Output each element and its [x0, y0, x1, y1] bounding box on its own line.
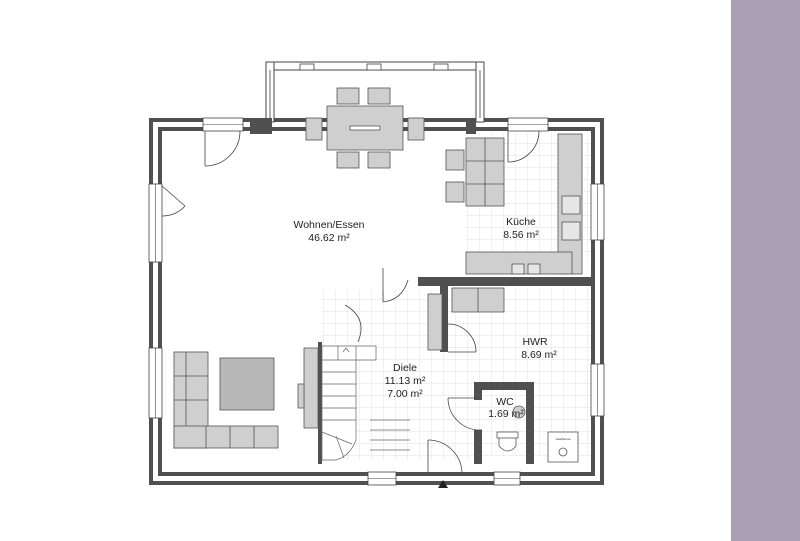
entrance-arrow-icon — [438, 480, 448, 488]
dining-table — [305, 87, 425, 169]
wc-fixtures — [496, 405, 526, 452]
floor-plan: Gastherme Wohnen/Essen 46.62 m² Küche 8.… — [148, 61, 605, 488]
coffee-table — [219, 357, 275, 411]
room-name-hwr: HWR — [522, 336, 547, 348]
purple-sidebar — [731, 0, 800, 541]
room-name-wc: WC — [496, 396, 514, 408]
room-name-diele: Diele — [393, 362, 417, 374]
boiler: Gastherme — [547, 431, 579, 463]
room-area-wc: 1.69 m² — [488, 408, 524, 420]
room-area-wohnen: 46.62 m² — [308, 232, 350, 244]
kitchen-furniture — [445, 133, 583, 275]
walls — [149, 61, 604, 485]
boiler-label: Gastherme — [556, 437, 571, 441]
sofa — [173, 351, 279, 449]
hwr-cabinets — [427, 287, 505, 351]
doors — [161, 130, 540, 473]
room-labels: Wohnen/Essen 46.62 m² Küche 8.56 m² HWR … — [293, 216, 557, 420]
stairs — [321, 345, 410, 461]
room-name-wohnen: Wohnen/Essen — [293, 219, 364, 231]
windows — [148, 117, 605, 486]
room-area-hwr: 8.69 m² — [521, 349, 557, 361]
room-name-kueche: Küche — [506, 216, 536, 228]
room-area2-diele: 7.00 m² — [387, 388, 423, 400]
room-area-kueche: 8.56 m² — [503, 229, 539, 241]
tv-cabinet — [297, 347, 319, 429]
room-area-diele: 11.13 m² — [385, 375, 426, 387]
